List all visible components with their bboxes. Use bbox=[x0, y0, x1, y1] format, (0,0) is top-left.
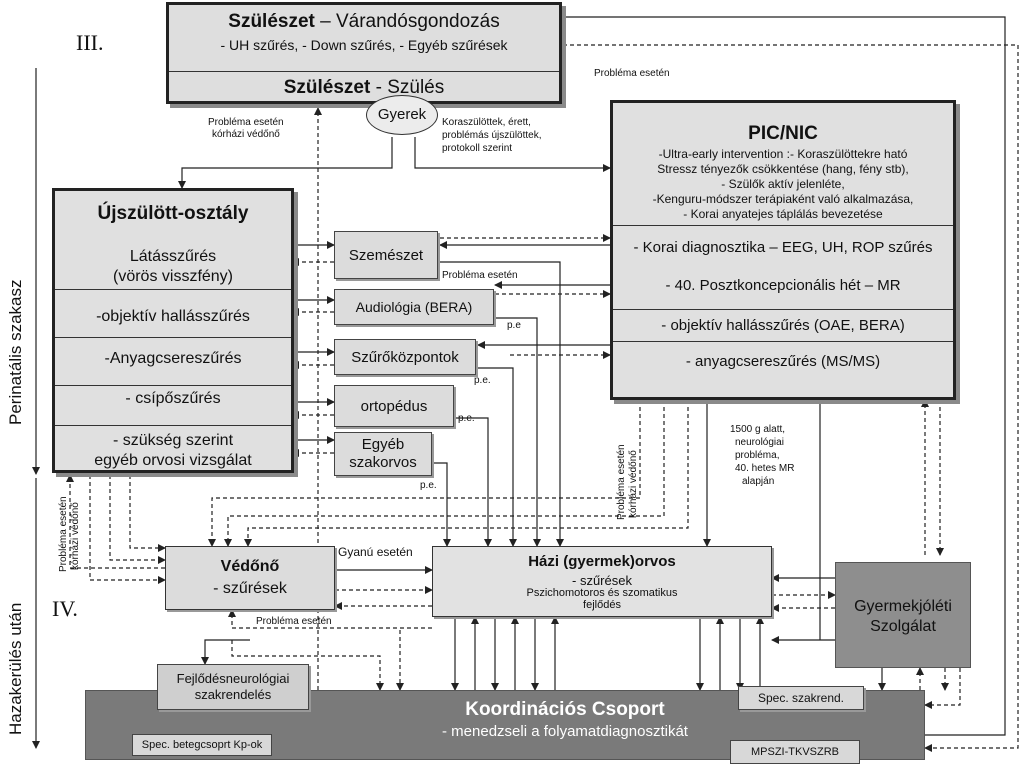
mr-criteria-1: 1500 g alatt, bbox=[730, 424, 786, 435]
newborn-divider-3 bbox=[55, 385, 291, 386]
obstetrics-title-bold: Szülészet bbox=[228, 11, 315, 32]
other-specialist-line2: szakorvos bbox=[349, 454, 417, 471]
obstetrics-title-rest: – Várandósgondozás bbox=[314, 11, 500, 32]
pe-label-ortho: p.e. bbox=[458, 413, 475, 424]
vision-screening: Látásszűrés bbox=[129, 248, 217, 265]
pe-label-centers: p.e. bbox=[474, 375, 491, 386]
pic-line-4: -Kenguru-módszer terápiaként való alkalm… bbox=[652, 192, 914, 206]
gp-box: Házi (gyermek)orvos - szűrések Pszichomo… bbox=[432, 546, 772, 617]
child-welfare-line2: Szolgálat bbox=[870, 618, 936, 635]
special-clinic-box: Spec. szakrend. bbox=[738, 686, 864, 710]
pic-line-3: - Szülők aktív jelenléte, bbox=[721, 177, 845, 191]
rotated-problem-mid-2: kórházi védőnő bbox=[628, 450, 639, 518]
pic-line-2: Stressz tényezők csökkentése (hang, fény… bbox=[657, 162, 909, 176]
birth-title-bold: Szülészet bbox=[283, 77, 371, 98]
problem-label-top: Probléma esetén bbox=[594, 68, 670, 79]
pic-divider-3 bbox=[613, 341, 953, 342]
obstetrics-divider bbox=[169, 71, 559, 72]
special-patient-groups-box: Spec. betegcsoprt Kp-ok bbox=[132, 734, 272, 756]
suspicion-label: Gyanú esetén bbox=[338, 545, 413, 559]
vision-screening-note: (vörös visszfény) bbox=[112, 268, 234, 285]
week-40-mr: - 40. Posztkoncepcionális hét – MR bbox=[665, 277, 901, 294]
other-specialist-box: Egyéb szakorvos bbox=[334, 432, 432, 476]
pic-nic-box: PIC/NIC -Ultra-early intervention :- Kor… bbox=[610, 100, 956, 400]
problem-nurse-label-2: kórházi védőnő bbox=[212, 129, 280, 140]
newborn-divider-4 bbox=[55, 425, 291, 426]
mpszi-box: MPSZI-TKVSZRB bbox=[730, 740, 860, 764]
stage-iii-label: III. bbox=[76, 30, 104, 55]
problem-nurse-label-1: Probléma esetén bbox=[208, 117, 284, 128]
stage-iv-label: IV. bbox=[52, 596, 78, 621]
obstetrics-prenatal-title: Szülészet – Várandósgondozás bbox=[169, 11, 559, 33]
obstetrics-birth-title: Szülészet - Szülés bbox=[169, 77, 559, 99]
mr-criteria-2: neurológiai bbox=[735, 437, 784, 448]
gp-screenings: - szűrések bbox=[572, 573, 632, 588]
screening-centers-box: Szűrőközpontok bbox=[334, 339, 476, 375]
newborn-divider-2 bbox=[55, 337, 291, 338]
pic-nic-title: PIC/NIC bbox=[748, 123, 818, 144]
hip-screening: - csípőszűrés bbox=[125, 390, 221, 407]
ophthalmology-box: Szemészet bbox=[334, 231, 438, 279]
premature-label-2: problémás újszülöttek, bbox=[442, 130, 542, 141]
other-exam-line1: - szükség szerint bbox=[112, 432, 234, 449]
rotated-problem-left-2: kórházi védőnő bbox=[70, 502, 81, 570]
rotated-problem-mid-1: Probléma esetén bbox=[616, 444, 627, 520]
premature-label-3: protokoll szerint bbox=[442, 143, 513, 154]
gp-development-1: Pszichomotoros és szomatikus bbox=[526, 587, 678, 599]
pic-line-1: -Ultra-early intervention :- Koraszülött… bbox=[658, 147, 908, 161]
neuro-line1: Fejlődésneurológiai bbox=[176, 671, 290, 686]
neuro-line2: szakrendelés bbox=[194, 687, 272, 702]
pic-metabolic-screening: - anyagcsereszűrés (MS/MS) bbox=[685, 353, 881, 370]
perinatal-stage-label: Perinatális szakasz bbox=[6, 279, 25, 425]
other-exam-line2: egyéb orvosi vizsgálat bbox=[94, 452, 252, 469]
health-visitor-screenings: - szűrések bbox=[213, 580, 287, 597]
pic-divider-1 bbox=[613, 225, 953, 226]
prenatal-screenings: - UH szűrés, - Down szűrés, - Egyéb szűr… bbox=[220, 37, 508, 53]
early-diagnostics: - Korai diagnosztika – EEG, UH, ROP szűr… bbox=[633, 239, 933, 256]
newborn-divider-1 bbox=[55, 289, 291, 290]
coordination-title: Koordinációs Csoport bbox=[465, 699, 665, 720]
pic-hearing-screening: - objektív hallásszűrés (OAE, BERA) bbox=[661, 317, 905, 334]
premature-label-1: Koraszülöttek, érett, bbox=[442, 117, 531, 128]
newborn-ward-box: Újszülött-osztály Látásszűrés (vörös vis… bbox=[52, 188, 294, 473]
birth-title-rest: - Szülés bbox=[370, 77, 445, 98]
newborn-ward-title: Újszülött-osztály bbox=[97, 203, 249, 224]
rotated-problem-left-1: Probléma esetén bbox=[58, 496, 69, 572]
mr-criteria-3: probléma, bbox=[735, 450, 780, 461]
neurodevelopment-clinic-box: Fejlődésneurológiai szakrendelés bbox=[157, 664, 309, 710]
pic-divider-2 bbox=[613, 309, 953, 310]
problem-label-bottom: Probléma esetén bbox=[256, 616, 332, 627]
pe-label-audio: p.e bbox=[507, 320, 521, 331]
problem-label-eye: Probléma esetén bbox=[442, 270, 518, 281]
child-welfare-box: Gyermekjóléti Szolgálat bbox=[835, 562, 971, 668]
gp-title: Házi (gyermek)orvos bbox=[528, 553, 676, 570]
child-ellipse: Gyerek bbox=[366, 95, 438, 135]
child-welfare-line1: Gyermekjóléti bbox=[854, 598, 952, 615]
coordination-subtitle: - menedzseli a folyamatdiagnosztikát bbox=[442, 723, 688, 740]
home-stage-label: Hazakerülés után bbox=[6, 602, 25, 735]
gp-development-2: fejlődés bbox=[583, 599, 621, 611]
orthopedist-box: ortopédus bbox=[334, 385, 454, 427]
other-specialist-line1: Egyéb bbox=[361, 436, 405, 453]
pe-label-other: p.e. bbox=[420, 480, 437, 491]
health-visitor-box: Védőnő - szűrések bbox=[165, 546, 335, 610]
newborn-hearing-screening: -objektív hallásszűrés bbox=[96, 308, 250, 325]
health-visitor-title: Védőnő bbox=[220, 558, 280, 575]
obstetrics-box: Szülészet – Várandósgondozás - UH szűrés… bbox=[166, 2, 562, 104]
audiology-box: Audiológia (BERA) bbox=[334, 289, 494, 325]
newborn-metabolic-screening: -Anyagcsereszűrés bbox=[104, 350, 242, 367]
pic-line-5: - Korai anyatejes táplálás bevezetése bbox=[683, 207, 883, 221]
mr-criteria-4: 40. hetes MR bbox=[735, 463, 795, 474]
mr-criteria-5: alapján bbox=[742, 476, 775, 487]
